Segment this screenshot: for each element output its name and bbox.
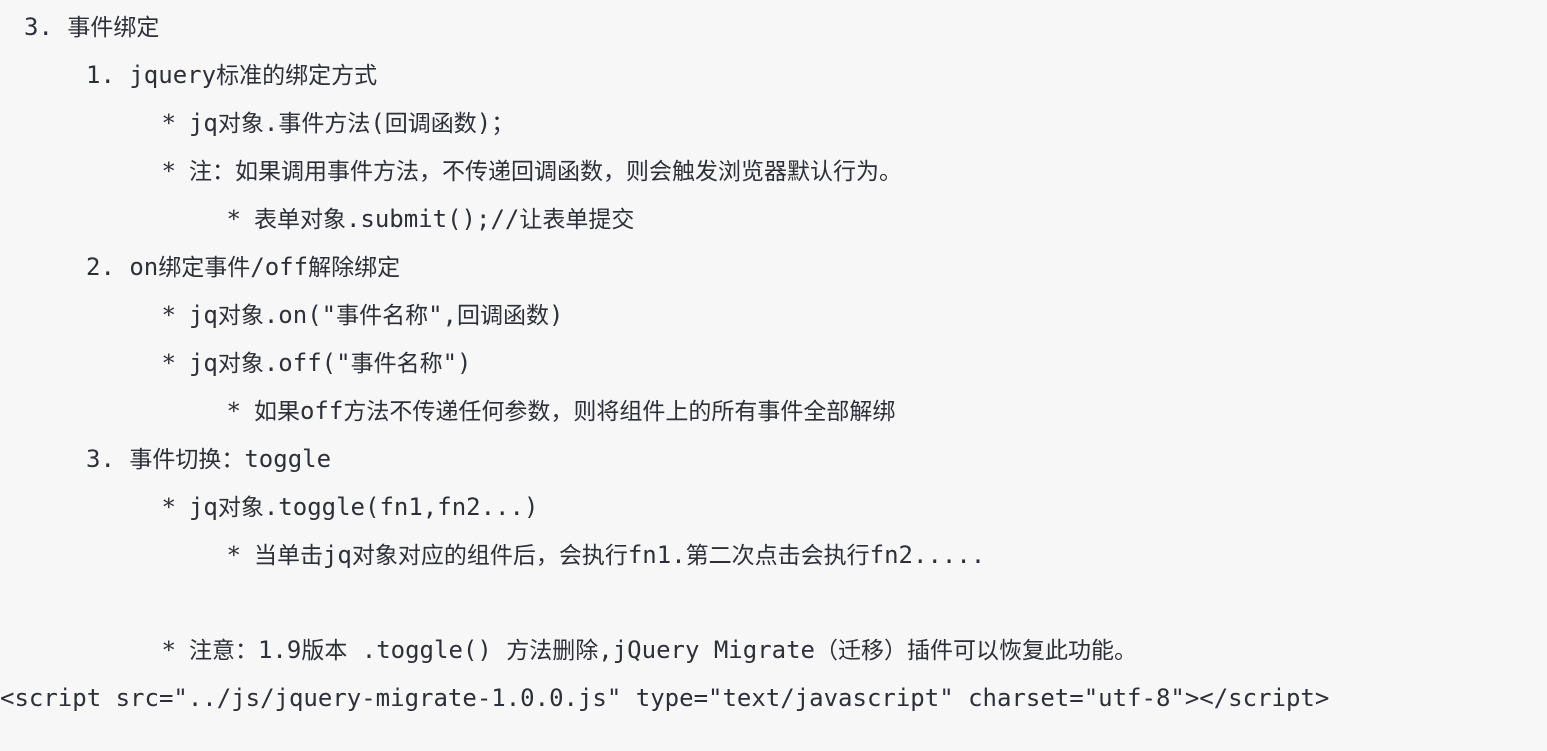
- text-run: 回调函数: [457, 303, 550, 329]
- text-run: 3.: [24, 13, 53, 41]
- text-run: jquery: [129, 61, 217, 89]
- text-run: jq: [188, 301, 218, 329]
- list-item-event-toggle: 3. 事件切换：toggle: [0, 436, 1547, 484]
- text-run: <script src="../js/jquery-migrate-1.0.0.…: [0, 684, 1330, 712]
- text-run: 事件绑定: [67, 15, 160, 41]
- bullet-marker: *: [163, 303, 175, 329]
- text-run: off: [299, 397, 344, 425]
- text-run: [115, 445, 129, 473]
- text-run: toggle: [244, 445, 332, 473]
- bullet-marker: *: [228, 543, 240, 569]
- text-run: [240, 541, 254, 569]
- list-item-toggle-behavior-note: * 当单击jq对象对应的组件后，会执行fn1.第二次点击会执行fn2.....: [0, 532, 1547, 580]
- text-run: 事件名称: [350, 351, 443, 377]
- list-item-jq-toggle-signature: * jq对象.toggle(fn1,fn2...): [0, 484, 1547, 532]
- text-run: 当单击: [253, 543, 323, 569]
- text-run: [175, 493, 189, 521]
- text-run: 对象: [217, 111, 264, 137]
- list-item-off-no-args-note: * 如果off方法不传递任何参数，则将组件上的所有事件全部解绑: [0, 388, 1547, 436]
- text-run: jq: [188, 493, 218, 521]
- text-run: [115, 253, 129, 281]
- bullet-marker: *: [163, 159, 175, 185]
- text-run: [175, 636, 189, 664]
- text-run: 注意：: [188, 638, 258, 664]
- text-run: [53, 13, 67, 41]
- bullet-marker: *: [163, 638, 175, 664]
- text-run: ): [476, 109, 492, 137]
- text-run: 对象: [217, 495, 264, 521]
- list-item-on-off-binding: 2. on绑定事件/off解除绑定: [0, 244, 1547, 292]
- text-run: [240, 397, 254, 425]
- text-run: 注：如果调用事件方法，不传递回调函数，则会触发浏览器默认行为。: [188, 159, 902, 185]
- text-run: "): [442, 349, 472, 377]
- list-item-jq-off-signature: * jq对象.off("事件名称"): [0, 340, 1547, 388]
- bullet-marker: *: [163, 495, 175, 521]
- text-run: .on(": [263, 301, 337, 329]
- list-item-migrate-notice: * 注意：1.9版本 .toggle() 方法删除,jQuery Migrate…: [0, 627, 1547, 675]
- text-run: 方法删除: [506, 638, 599, 664]
- text-run: ): [549, 301, 564, 329]
- text-run: [175, 301, 189, 329]
- text-run: 事件切换：: [129, 447, 245, 473]
- list-item-jq-event-method: * jq对象.事件方法(回调函数)；: [0, 100, 1547, 148]
- text-run: /off: [250, 253, 309, 281]
- text-run: 标准的绑定方式: [216, 63, 378, 89]
- text-run: ",: [428, 301, 458, 329]
- text-run: 版本: [301, 638, 348, 664]
- document-body: 3. 事件绑定 1. jquery标准的绑定方式 * jq对象.事件方法(回调函…: [0, 4, 1547, 722]
- text-run: fn2.....: [869, 541, 986, 569]
- list-item-note-default-behavior: * 注：如果调用事件方法，不传递回调函数，则会触发浏览器默认行为。: [0, 148, 1547, 196]
- blank-spacer-line: [0, 580, 1547, 627]
- list-item-heading: 3. 事件绑定: [0, 4, 1547, 52]
- text-run: (: [370, 109, 385, 137]
- text-run: jq: [188, 349, 218, 377]
- text-run: [240, 205, 254, 233]
- list-item-form-submit-example: * 表单对象.submit();//让表单提交: [0, 196, 1547, 244]
- text-run: on: [129, 253, 159, 281]
- text-run: 回调函数: [384, 111, 477, 137]
- code-snippet-script-tag: <script src="../js/jquery-migrate-1.0.0.…: [0, 675, 1547, 722]
- text-run: [175, 109, 189, 137]
- list-item-jq-on-signature: * jq对象.on("事件名称",回调函数): [0, 292, 1547, 340]
- text-run: [175, 349, 189, 377]
- text-run: 2.: [86, 253, 115, 281]
- text-run: 第二次点击会执行: [685, 543, 870, 569]
- text-run: 方法不传递任何参数，则将组件上的所有事件全部解绑: [343, 399, 896, 425]
- text-run: 对象: [217, 303, 264, 329]
- text-run: [175, 157, 189, 185]
- text-run: ,jQuery Migrate: [598, 636, 816, 664]
- bullet-marker: *: [228, 399, 240, 425]
- text-run: .off(": [263, 349, 351, 377]
- text-run: 解除绑定: [308, 255, 401, 281]
- bullet-marker: *: [163, 351, 175, 377]
- text-run: 对象对应的组件后，会执行: [351, 543, 628, 569]
- text-run: .submit();//: [345, 205, 520, 233]
- text-run: （迁移）插件可以恢复此功能。: [815, 638, 1138, 664]
- text-run: 3.: [86, 445, 115, 473]
- text-run: 1.9: [257, 636, 302, 664]
- text-run: jq: [322, 541, 352, 569]
- text-run: 绑定事件: [158, 255, 251, 281]
- text-run: [115, 61, 129, 89]
- text-run: .toggle(): [347, 636, 507, 664]
- bullet-marker: *: [228, 207, 240, 233]
- bullet-marker: *: [163, 111, 175, 137]
- text-run: 表单对象: [253, 207, 346, 233]
- text-run: .: [263, 109, 279, 137]
- text-run: 如果: [253, 399, 300, 425]
- text-run: 事件方法: [278, 111, 371, 137]
- text-run: .toggle(fn1,fn2...): [263, 493, 539, 521]
- text-run: 对象: [217, 351, 264, 377]
- text-run: fn1.: [627, 541, 686, 569]
- text-run: jq: [188, 109, 218, 137]
- text-run: 事件名称: [336, 303, 429, 329]
- text-run: 让表单提交: [519, 207, 635, 233]
- list-item-jquery-standard-binding: 1. jquery标准的绑定方式: [0, 52, 1547, 100]
- text-run: 1.: [86, 61, 115, 89]
- text-run: ；: [491, 111, 515, 137]
